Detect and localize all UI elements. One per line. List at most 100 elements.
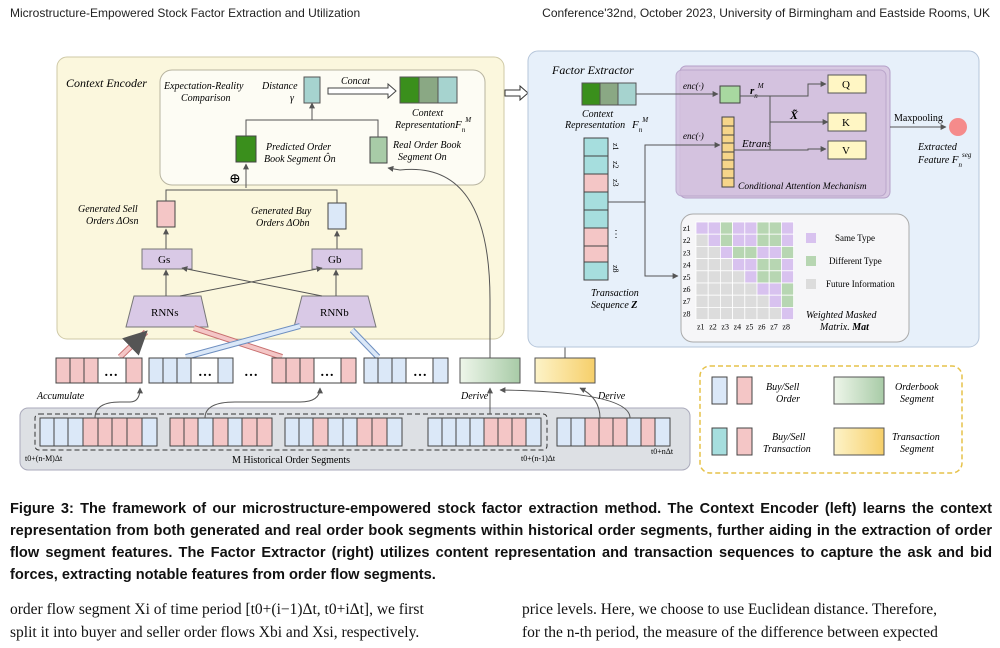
extracted-label-2: Feature Fnseg xyxy=(917,151,972,169)
matrix-cell xyxy=(720,258,734,272)
matrix-cell xyxy=(707,294,721,308)
concat-arrow xyxy=(327,82,397,100)
matrix-col-label: z3 xyxy=(721,323,729,332)
matrix-cell xyxy=(695,258,709,272)
matrix-cell xyxy=(756,258,770,272)
query-box xyxy=(827,74,867,94)
key-box xyxy=(827,112,867,132)
matrix-cell xyxy=(707,282,721,296)
historical-segment-1 xyxy=(39,417,158,447)
accumulated-buy-segment-2: … xyxy=(363,357,449,384)
ellipsis: … xyxy=(198,365,212,380)
legend-same-type-swatch xyxy=(806,233,816,243)
matrix-col-label: z8 xyxy=(782,323,790,332)
matrix-row-label: z2 xyxy=(683,236,691,245)
k-label: K xyxy=(842,117,850,129)
real-label: Real Order Book xyxy=(392,140,462,151)
gen-buy-label: Generated Buy xyxy=(251,206,312,217)
matrix-row-label: z1 xyxy=(683,224,691,233)
historical-segment-4 xyxy=(427,417,542,447)
seq-z-label: z1 xyxy=(611,143,620,151)
matrix-col-label: z5 xyxy=(746,323,754,332)
matrix-cell xyxy=(695,245,709,259)
legend-same-type: Same Type xyxy=(835,233,875,243)
matrix-cell xyxy=(781,282,795,296)
legend-transaction: Buy/Sell xyxy=(772,432,806,443)
matrix-col-label: z1 xyxy=(697,323,705,332)
matrix-cell xyxy=(720,306,734,320)
matrix-cell xyxy=(781,233,795,247)
seq-z-label: z8 xyxy=(611,265,620,273)
legend-trans-seg: Transaction xyxy=(892,432,940,443)
current-segment xyxy=(556,417,671,447)
predicted-orderbook xyxy=(235,135,257,163)
seq-label: Transaction xyxy=(591,288,639,299)
matrix-cell xyxy=(732,282,746,296)
body-right-line-2: for the n-th period, the measure of the … xyxy=(522,624,938,641)
body-left-line-1: order flow segment Xi of time period [t0… xyxy=(10,601,424,618)
r-vector xyxy=(719,85,741,104)
ellipsis: … xyxy=(413,365,427,380)
matrix-cell xyxy=(744,294,758,308)
accumulated-sell-segment-1: … xyxy=(55,357,143,384)
time-right: t0+nΔt xyxy=(651,447,674,456)
real-label-2: Segment On xyxy=(398,152,447,163)
matrix-cell xyxy=(720,270,734,284)
historical-segment-2 xyxy=(169,417,273,447)
generator-buy xyxy=(311,248,363,270)
matrix-label: Weighted Masked xyxy=(806,310,877,321)
legend-orderbook: Orderbook xyxy=(895,382,939,393)
matrix-cell xyxy=(744,221,758,235)
matrix-cell xyxy=(695,282,709,296)
gb-label: Gb xyxy=(328,254,342,266)
matrix-cell xyxy=(756,221,770,235)
enc-label-2: enc(·) xyxy=(683,131,704,141)
derive-label-1: Derive xyxy=(460,391,489,402)
matrix-cell xyxy=(720,245,734,259)
factor-extractor-title: Factor Extractor xyxy=(551,63,634,77)
matrix-cell xyxy=(768,282,782,296)
seq-label-2: Sequence Z xyxy=(591,300,637,311)
orderbook-segment xyxy=(459,357,521,384)
matrix-cell xyxy=(744,306,758,320)
predicted-label-2: Book Segment Ôn xyxy=(264,153,336,165)
gen-sell-label: Generated Sell xyxy=(78,204,138,215)
matrix-cell xyxy=(744,270,758,284)
distance-vector xyxy=(303,76,321,104)
value-box xyxy=(827,140,867,160)
real-orderbook xyxy=(369,136,388,164)
context-rep-seg-2 xyxy=(418,76,439,104)
fe-context-label-2: Representation xyxy=(564,120,625,131)
caption-label: Figure 3: xyxy=(10,501,74,517)
matrix-cell xyxy=(695,306,709,320)
matrix-col-label: z2 xyxy=(709,323,717,332)
context-encoder-title: Context Encoder xyxy=(66,76,147,90)
e-trans-label: Etrans xyxy=(741,138,771,150)
matrix-cell xyxy=(768,245,782,259)
matrix-row-label: z3 xyxy=(683,248,691,257)
matrix-cell xyxy=(744,233,758,247)
running-header-title: Microstructure-Empowered Stock Factor Ex… xyxy=(10,6,361,20)
legend-order: Buy/Sell xyxy=(766,382,800,393)
matrix-cell xyxy=(732,270,746,284)
ellipsis: … xyxy=(320,365,334,380)
matrix-cell xyxy=(756,306,770,320)
rnns-label: RNNs xyxy=(151,307,179,319)
matrix-cell xyxy=(707,270,721,284)
time-left: t0+(n-M)Δt xyxy=(25,454,63,463)
fe-context-seg-2 xyxy=(599,82,619,106)
legend-future-swatch xyxy=(806,279,816,289)
enc-label-1: enc(·) xyxy=(683,81,704,91)
matrix-cell xyxy=(720,282,734,296)
context-rep-seg-3 xyxy=(437,76,458,104)
context-rep-label: Context xyxy=(412,108,443,119)
matrix-cell xyxy=(744,245,758,259)
legend-diff-type: Different Type xyxy=(829,256,882,266)
gen-buy-label-2: Orders ΔObn xyxy=(256,218,310,229)
body-text-left: order flow segment Xi of time period [t0… xyxy=(10,598,484,644)
seq-z-label: z2 xyxy=(611,161,620,169)
x-tilde-label: X̃ xyxy=(789,108,799,122)
legend-trans-seg-2: Segment xyxy=(900,444,934,455)
fe-context-seg-1 xyxy=(581,82,601,106)
matrix-cell xyxy=(768,258,782,272)
